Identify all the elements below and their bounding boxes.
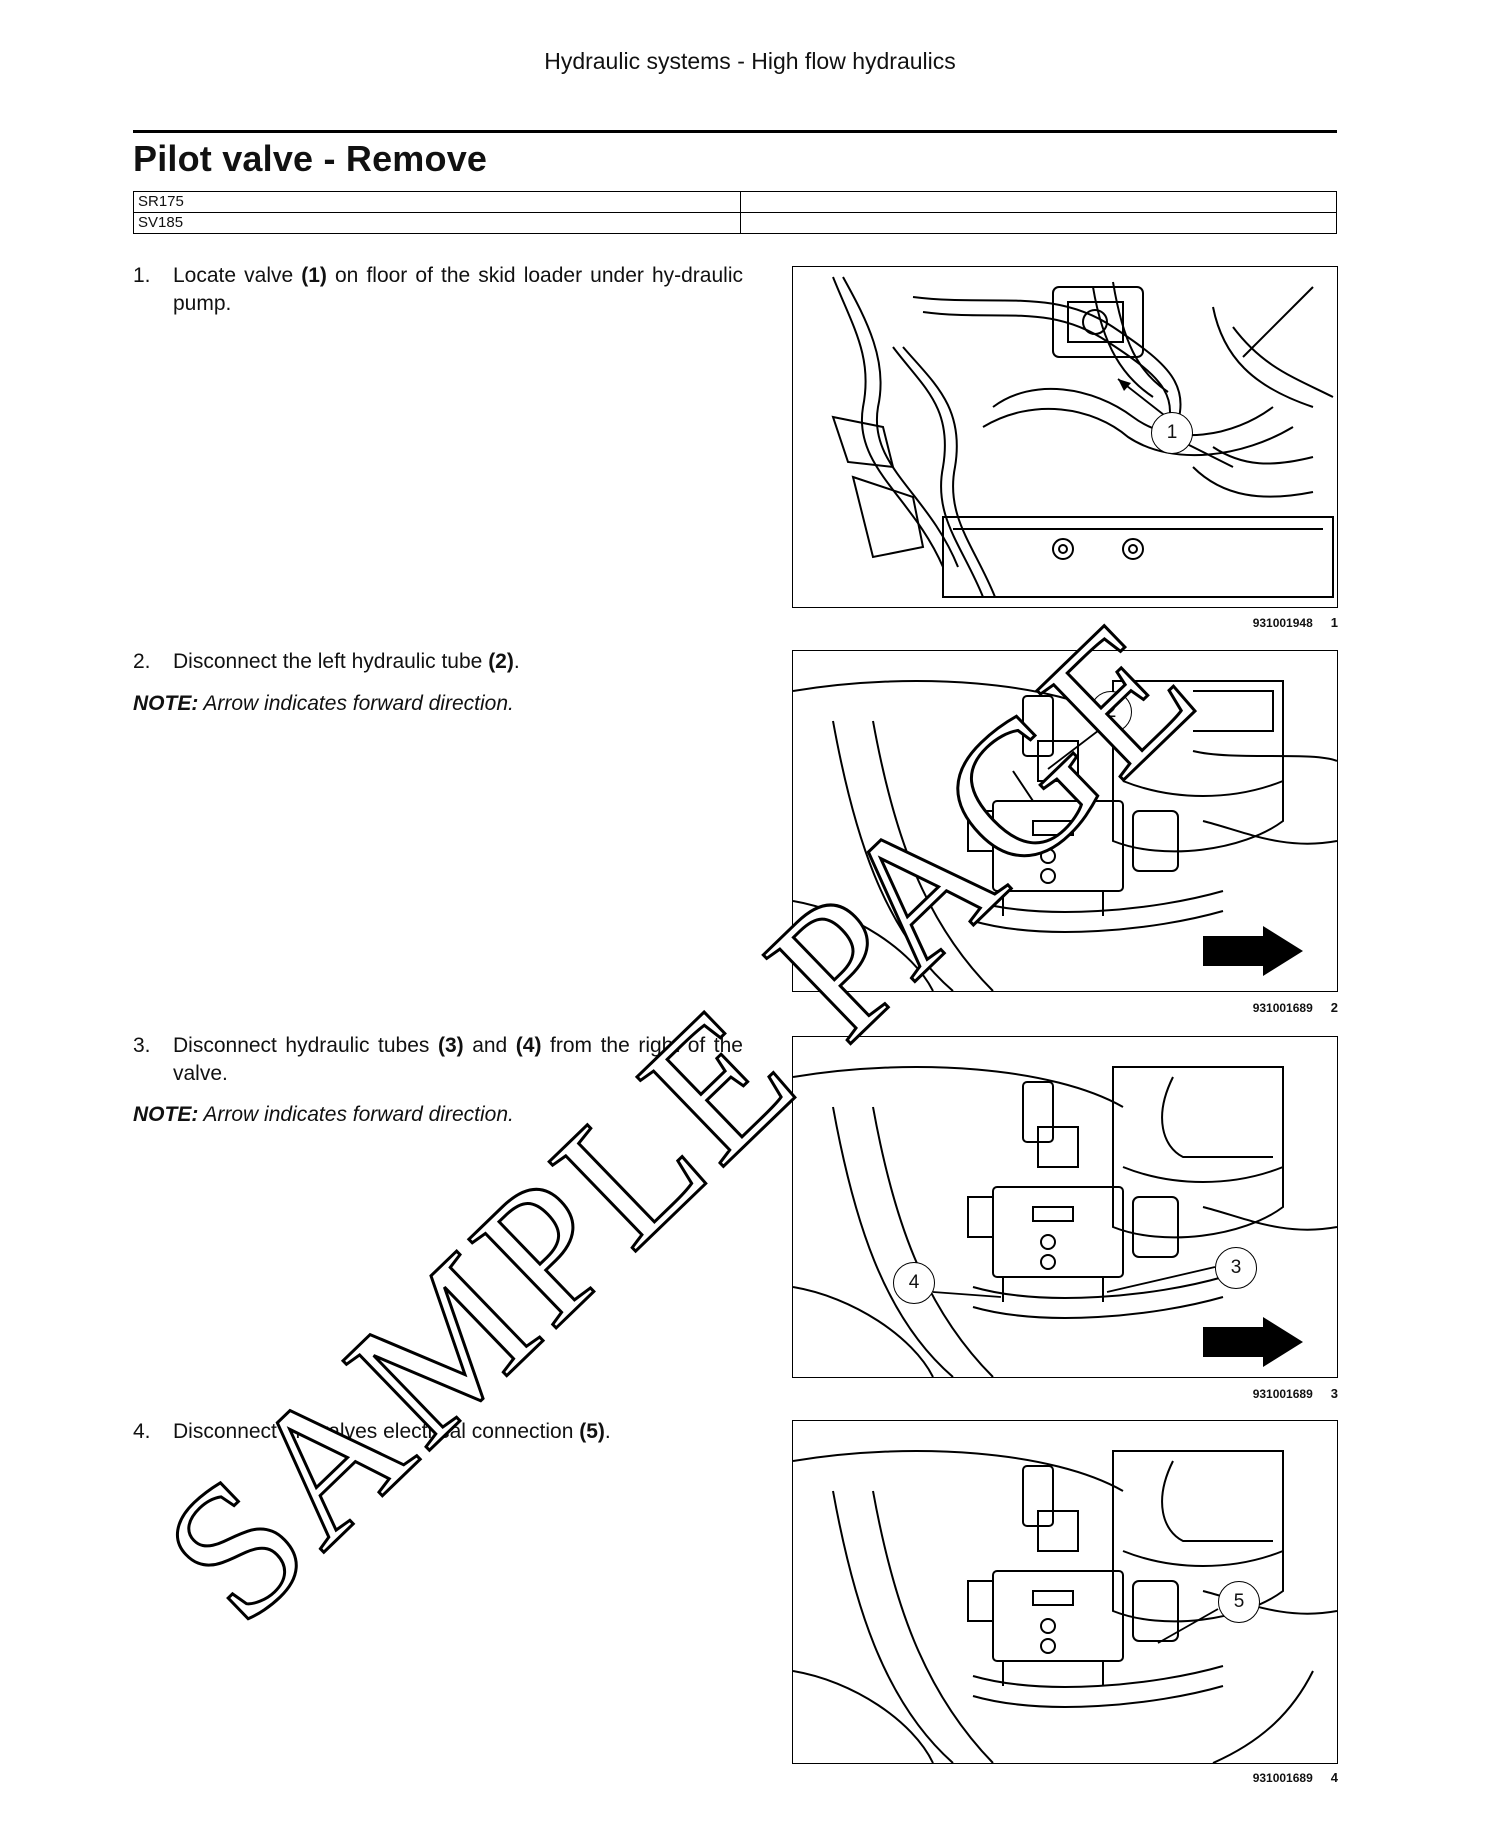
figure-4-pilot-valve-electrical: 5	[792, 1420, 1338, 1764]
step-number: 3.	[133, 1034, 151, 1057]
engine-bay-illustration	[831, 276, 1334, 598]
figure-ref-code: 931001689	[1252, 1001, 1313, 1015]
model-detail-cell	[740, 191, 1337, 213]
table-row: SR175	[133, 191, 1337, 213]
figure-2-reference: 931001689 2	[1150, 1000, 1338, 1015]
figure-4-reference: 931001689 4	[1150, 1770, 1338, 1785]
model-detail-cell	[740, 212, 1337, 234]
figure-3-pilot-valve-tubes: 4 3	[792, 1036, 1338, 1378]
leader-line	[1157, 1608, 1219, 1644]
note-2: NOTE: Arrow indicates forward direction.	[133, 1103, 753, 1127]
step-text: .	[604, 1420, 611, 1443]
note-text: Arrow indicates forward direction.	[198, 692, 514, 715]
step-2: 2. Disconnect the left hydraulic tube (2…	[133, 648, 743, 676]
step-4: 4. Disconnect the valves electrical conn…	[133, 1418, 743, 1446]
pilot-valve-tubes-illustration	[793, 1066, 1337, 1377]
note-text: Arrow indicates forward direction.	[198, 1103, 514, 1126]
note-label: NOTE:	[133, 692, 199, 715]
pilot-valve-electrical-illustration	[793, 1450, 1337, 1763]
step-text: Disconnect hydraulic tubes	[173, 1034, 438, 1057]
table-row: SV185	[133, 212, 1337, 234]
step-3: 3. Disconnect hydraulic tubes (3) and (4…	[133, 1032, 743, 1088]
figure-1-engine-bay: 1	[792, 266, 1338, 608]
callout-1: 1	[1151, 412, 1193, 454]
figure-ref-code: 931001948	[1252, 616, 1313, 630]
callout-4: 4	[893, 1262, 935, 1304]
running-header: Hydraulic systems - High flow hydraulics	[544, 48, 956, 74]
figure-1-reference: 931001948 1	[1150, 615, 1338, 630]
figure-number: 3	[1330, 1386, 1338, 1401]
pilot-valve-illustration	[793, 680, 1337, 991]
callout-2: 2	[1090, 691, 1132, 733]
step-text: and	[463, 1034, 516, 1057]
leader-line	[932, 1291, 1002, 1298]
figure-ref-code: 931001689	[1252, 1771, 1313, 1785]
step-ref: (3)	[437, 1034, 464, 1057]
step-text: from the right of the valve.	[173, 1034, 743, 1085]
step-ref: (1)	[301, 264, 327, 287]
note-1: NOTE: Arrow indicates forward direction.	[133, 692, 753, 716]
figure-3-reference: 931001689 3	[1150, 1386, 1338, 1401]
step-text: on floor of the skid loader under hy-dra…	[173, 264, 743, 315]
figure-ref-code: 931001689	[1252, 1387, 1313, 1401]
figure-number: 1	[1330, 615, 1338, 630]
model-cell: SV185	[133, 212, 741, 234]
page-title: Pilot valve - Remove	[133, 138, 488, 179]
step-text: Disconnect the left hydraulic tube	[173, 650, 489, 673]
step-number: 2.	[133, 650, 151, 673]
model-applicability-table: SR175 SV185	[133, 191, 1337, 234]
figure-number: 2	[1330, 1000, 1338, 1015]
figure-2-pilot-valve: 2	[792, 650, 1338, 992]
step-ref: (2)	[488, 650, 514, 673]
step-text: Disconnect the valves electrical connect…	[173, 1420, 580, 1443]
step-number: 4.	[133, 1420, 151, 1443]
figure-number: 4	[1330, 1770, 1338, 1785]
step-1: 1. Locate valve (1) on floor of the skid…	[133, 262, 743, 318]
header-rule	[133, 130, 1337, 133]
step-ref: (5)	[579, 1420, 605, 1443]
step-text: .	[513, 650, 520, 673]
callout-5: 5	[1218, 1581, 1260, 1623]
model-cell: SR175	[133, 191, 741, 213]
note-label: NOTE:	[133, 1103, 199, 1126]
callout-3: 3	[1215, 1247, 1257, 1289]
step-text: Locate valve	[173, 264, 302, 287]
step-ref: (4)	[515, 1034, 542, 1057]
step-number: 1.	[133, 264, 151, 287]
leader-line	[1106, 1266, 1216, 1293]
